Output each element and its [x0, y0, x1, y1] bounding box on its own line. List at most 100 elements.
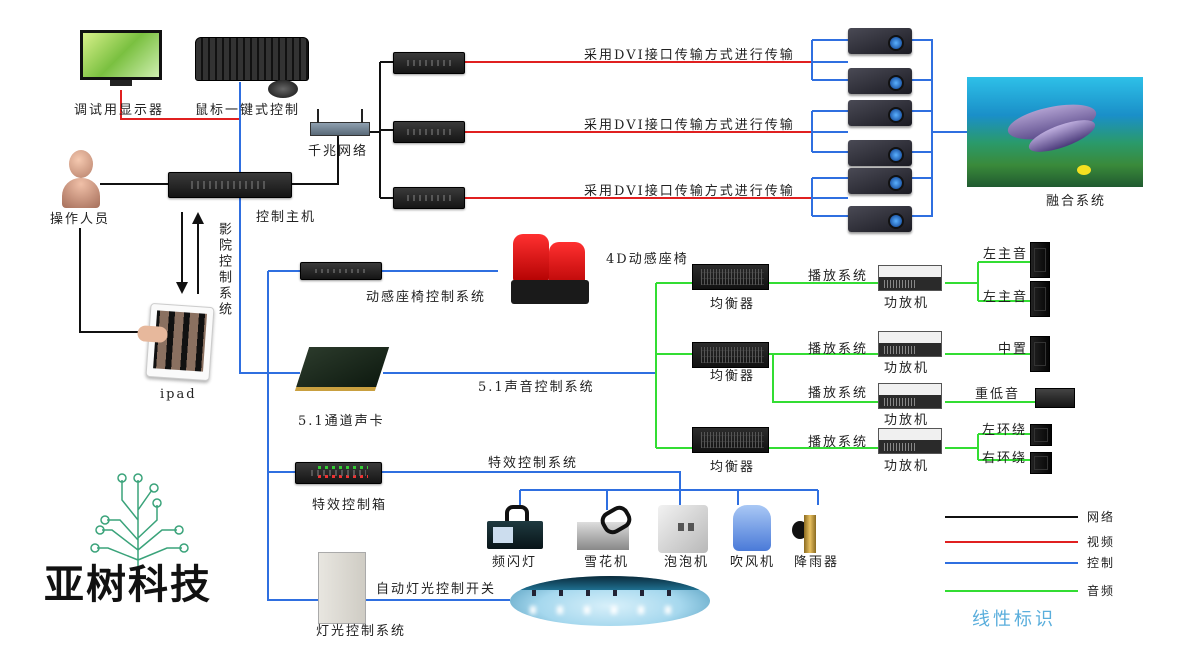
- control-host-icon: [168, 172, 292, 198]
- projector-2-icon: [848, 68, 912, 94]
- legend-label-network: 网络: [1087, 510, 1116, 524]
- equalizer-label: 均衡器: [710, 297, 756, 312]
- light-control-box-icon: [318, 552, 366, 624]
- equalizer-label: 均衡器: [710, 460, 756, 475]
- dvi-transfer-label-1: 采用DVI接口传输方式进行传输: [584, 48, 795, 63]
- legend-label-audio: 音频: [1087, 584, 1116, 598]
- effect-label-rain: 降雨器: [794, 555, 840, 570]
- speaker-right-surround-icon: [1030, 452, 1052, 474]
- projector-3-icon: [848, 100, 912, 126]
- amplifier-3-icon: [878, 383, 942, 409]
- equalizer-3-icon: [692, 427, 769, 453]
- cinema-control-label: 影院控制系统: [216, 222, 231, 318]
- projector-4-icon: [848, 140, 912, 166]
- equalizer-2-icon: [692, 342, 769, 368]
- playback-label: 播放系统: [808, 342, 869, 357]
- dvi-transfer-label-3: 采用DVI接口传输方式进行传输: [584, 184, 795, 199]
- sound-card-icon: [294, 347, 390, 391]
- operator-icon: [60, 150, 102, 210]
- effects-box-label: 特效控制箱: [312, 498, 388, 513]
- dvi-transfer-label-2: 采用DVI接口传输方式进行传输: [584, 118, 795, 133]
- playback-label: 播放系统: [808, 435, 869, 450]
- speaker-left-main-1-icon: [1030, 242, 1050, 278]
- amplifier-label: 功放机: [884, 296, 930, 311]
- operator-label: 操作人员: [50, 212, 111, 227]
- speaker-center-icon: [1030, 336, 1050, 372]
- debug-monitor-icon: [80, 30, 162, 88]
- playback-label: 播放系统: [808, 269, 869, 284]
- legend-swatch-control: [945, 562, 1078, 564]
- speaker-label-center: 中置: [998, 342, 1029, 357]
- bubble-machine-icon: [658, 505, 708, 553]
- playback-label: 播放系统: [808, 386, 869, 401]
- speaker-label-right-surround: 右环绕: [982, 451, 1028, 466]
- projector-6-icon: [848, 206, 912, 232]
- debug-monitor-label: 调试用显示器: [74, 103, 165, 118]
- seat-4d-label: 4D动感座椅: [606, 252, 689, 267]
- network-line-host-router: [290, 132, 339, 185]
- fusion-screen-image: [967, 77, 1143, 187]
- effects-control-system-label: 特效控制系统: [488, 456, 579, 471]
- strobe-light-icon: [487, 505, 547, 550]
- company-logo: 亚树科技: [42, 460, 230, 610]
- control-line-projectors-2: [811, 110, 848, 153]
- video-line-monitor: [120, 90, 240, 120]
- speaker-label-left-main-1: 左主音: [983, 247, 1029, 262]
- effect-label-strobe: 频闪灯: [492, 555, 538, 570]
- control-line-bus-main: [267, 271, 318, 601]
- subwoofer-icon: [1035, 388, 1075, 408]
- network-line-router-splitters: [368, 61, 393, 199]
- audio-line-eq-2: [656, 353, 1035, 403]
- ceiling-lights-icon: [510, 576, 710, 626]
- mouse-icon: [268, 80, 298, 98]
- amplifier-label: 功放机: [884, 361, 930, 376]
- gigabit-network-label: 千兆网络: [308, 144, 369, 159]
- speaker-label-left-surround: 左环绕: [982, 423, 1028, 438]
- sound-card-label: 5.1通道声卡: [298, 414, 385, 429]
- control-line-projectors-1: [811, 39, 848, 81]
- audio-line-eq-1: [656, 261, 1030, 302]
- speaker-left-surround-icon: [1030, 424, 1052, 446]
- router-icon: [310, 109, 370, 136]
- audio-line-eq-3: [656, 433, 1030, 461]
- legend-title: 线性标识: [972, 609, 1056, 630]
- amplifier-2-icon: [878, 331, 942, 357]
- speaker-label-left-main-2: 左主音: [983, 290, 1029, 305]
- fusion-system-label: 融合系统: [1046, 194, 1107, 209]
- splitter-1-icon: [393, 52, 465, 74]
- seat-control-label: 动感座椅控制系统: [366, 290, 487, 305]
- company-name: 亚树科技: [44, 562, 212, 608]
- control-line-projector-bus: [912, 39, 967, 217]
- arrow-down-icon: [176, 212, 188, 294]
- blower-icon: [733, 505, 771, 551]
- legend-swatch-network: [945, 516, 1078, 518]
- projector-5-icon: [848, 168, 912, 194]
- control-line-effects-bus: [519, 489, 819, 510]
- control-host-label: 控制主机: [256, 210, 317, 225]
- control-line-host-down: [239, 195, 300, 374]
- tree-circuit-icon: [90, 473, 189, 580]
- equalizer-label: 均衡器: [710, 369, 756, 384]
- splitter-3-icon: [393, 187, 465, 209]
- arrow-up-icon: [192, 212, 204, 294]
- rain-maker-icon: [792, 515, 822, 555]
- legend-label-control: 控制: [1087, 556, 1116, 570]
- keyboard-mouse-label: 鼠标一键式控制: [195, 103, 301, 118]
- snow-machine-icon: [577, 502, 637, 550]
- network-line-operator-ipad: [79, 228, 150, 333]
- control-line-effects: [268, 471, 681, 505]
- legend-swatch-video: [945, 541, 1078, 543]
- control-line-projectors-3: [811, 177, 848, 217]
- effect-label-snow: 雪花机: [584, 555, 630, 570]
- speaker-left-main-2-icon: [1030, 281, 1050, 317]
- ipad-label: ipad: [160, 387, 197, 402]
- effect-label-bubble: 泡泡机: [664, 555, 710, 570]
- splitter-2-icon: [393, 121, 465, 143]
- legend-label-video: 视频: [1087, 535, 1116, 549]
- amplifier-4-icon: [878, 428, 942, 454]
- speaker-label-subwoofer: 重低音: [975, 387, 1021, 402]
- equalizer-1-icon: [692, 264, 769, 290]
- motion-seat-icon: [505, 228, 595, 310]
- auto-light-switch-label: 自动灯光控制开关: [376, 582, 497, 597]
- tablet-icon: [136, 302, 215, 382]
